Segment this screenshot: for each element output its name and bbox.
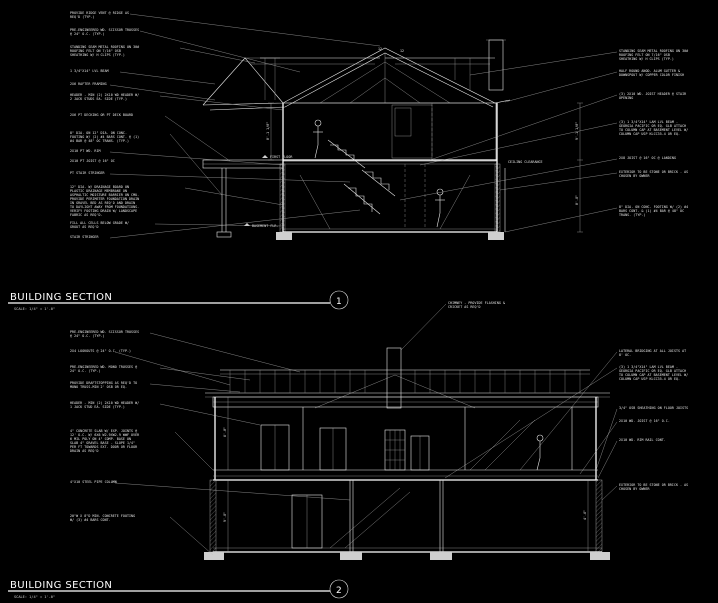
dimension-s2-right: 4'-6" <box>583 510 587 520</box>
note-1L-13: STAIR STRINGER <box>70 235 99 239</box>
mono-truss-webs <box>229 370 581 393</box>
scale-figure-section-2 <box>536 434 544 471</box>
note-2R-3: 3/4" OSB SHEATHING ON FLOOR JOISTS <box>619 406 688 410</box>
level-tag-ceiling-clearance: CEILING CLEARANCE <box>508 160 543 164</box>
note-2L-4: HEADER - MIN (2) 2X10 WD HEADER W/1 JACK… <box>70 401 139 409</box>
section-1-number-bubble <box>329 290 349 310</box>
dimension-right-upper: 9'-1 1/8" <box>575 122 579 140</box>
note-1L-7: 8" DIA. ON 12" DIA. ON CONC.FOOTING W/ (… <box>70 131 139 143</box>
section-2-title: BUILDING SECTION <box>10 580 112 591</box>
svg-text:FIRST FLOOR: FIRST FLOOR <box>270 155 292 159</box>
note-1R-1: HALF ROUND ANOD. ALUM GUTTER &DOWNSPOUT … <box>619 69 684 77</box>
note-2R-0: CHIMNEY - PROVIDE FLASHING &CRICKET AS R… <box>448 301 505 309</box>
section-2-number-bubble <box>329 579 349 599</box>
section-2-title-block: BUILDING SECTION SCALE: 1/4" = 1'-0" 2 <box>8 579 349 599</box>
scale-figure-upper <box>313 119 323 159</box>
footing-left <box>204 552 224 560</box>
chimney-2 <box>386 347 402 409</box>
level-tag-first-floor: FIRST FLOOR <box>262 155 292 159</box>
chimney <box>488 39 504 91</box>
note-1L-1: PRE-ENGINEERED WD. SCISSOR TRUSSES@ 24" … <box>70 28 139 36</box>
note-2R-4: 2X10 WD. JOIST @ 16" O.C. <box>619 419 670 423</box>
note-1L-6: 2X6 PT DECKING OR PT DECK BOARD <box>70 113 133 117</box>
dimension-s2-upper: 6'-8" <box>223 427 227 437</box>
footing-right <box>590 552 610 560</box>
section-1-drawing: 8'-1 1/8" 9'-1 1/8" 8'-0" 12 12 FIRST FL… <box>202 39 583 240</box>
section-2-left-notes: PRE-ENGINEERED WD. SCISSOR TRUSSES@ 24" … <box>70 330 351 556</box>
note-2R-5: 2X10 WD. RIM RAIL CONT. <box>619 438 666 442</box>
note-1R-4: 2X8 JOIST @ 16" OC @ LANDING <box>619 156 676 160</box>
svg-text:CEILING CLEARANCE: CEILING CLEARANCE <box>508 160 543 164</box>
svg-text:BASEMENT FLR.: BASEMENT FLR. <box>252 224 278 228</box>
scale-figure-basement <box>435 188 445 228</box>
section-2-number: 2 <box>336 586 342 596</box>
section-1-title: BUILDING SECTION <box>10 292 112 303</box>
note-2L-2: PRE-ENGINEERED WD. MONO TRUSSES @24" O.C… <box>70 365 137 373</box>
note-1L-9: 2X10 PT JOIST @ 16" OC <box>70 159 115 163</box>
note-1L-5: HEADER - MIN (2) 2X10 WD HEADER W/2 JACK… <box>70 93 139 101</box>
note-1L-12: FILL ALL CELLS BELOW GRADE W/GROUT AS RE… <box>70 221 129 229</box>
section-1-right-notes: STANDING SEAM METAL ROOFING ON 30#ROOFIN… <box>399 49 688 233</box>
section-1-scale: SCALE: 1/4" = 1'-0" <box>14 307 55 311</box>
note-1L-8: 2X10 PT WD. RIM <box>70 149 101 153</box>
note-2L-5: 4" CONCRETE SLAB W/ EXP. JOINTS @12' O.C… <box>70 429 139 453</box>
note-2R-2: (3) 1 3/4"X14" LAM LVL BEAM -GEORGIA PAC… <box>619 365 688 381</box>
note-1R-0: STANDING SEAM METAL ROOFING ON 30#ROOFIN… <box>619 49 688 61</box>
note-1L-3: 1 3/4"X14" LVL BEAM <box>70 69 109 73</box>
section-2-right-notes: CHIMNEY - PROVIDE FLASHING &CRICKET AS R… <box>400 301 688 501</box>
dimension-s2-lower: 9'-0" <box>223 512 227 522</box>
slope-marker-left: 12 <box>378 47 382 51</box>
section-1-title-block: BUILDING SECTION SCALE: 1/4" = 1'-0" 1 <box>8 290 349 311</box>
note-1L-10: PT STAIR STRINGER <box>70 171 105 175</box>
main-roof <box>202 47 511 106</box>
note-2L-6: 4"X10 STEEL PIPE COLUMN <box>70 480 117 484</box>
slope-marker-right: 12 <box>400 49 404 53</box>
note-1R-3: (3) 1 3/4"X14" LAM LVL BEAM -GEORGIA PAC… <box>619 120 688 136</box>
note-1L-4: 2X6 RAFTER FRAMING <box>70 82 107 86</box>
section-2-scale: SCALE: 1/4" = 1'-0" <box>14 595 55 599</box>
section-1-number: 1 <box>336 297 342 307</box>
note-1L-2: STANDING SEAM METAL ROOFING ON 30#ROOFIN… <box>70 45 139 57</box>
interior-stair <box>327 139 396 215</box>
dimension-right-lower: 8'-0" <box>575 195 579 205</box>
dimension-upper-height: 8'-1 1/8" <box>266 122 270 140</box>
note-2L-1: 2X4 LOOKOUTS @ 24" O.C. (TYP.) <box>70 349 131 353</box>
note-2L-0: PRE-ENGINEERED WD. SCISSOR TRUSSES@ 24" … <box>70 330 139 338</box>
section-2-drawing: 6'-8" 9'-0" 4'-6" <box>204 347 610 560</box>
